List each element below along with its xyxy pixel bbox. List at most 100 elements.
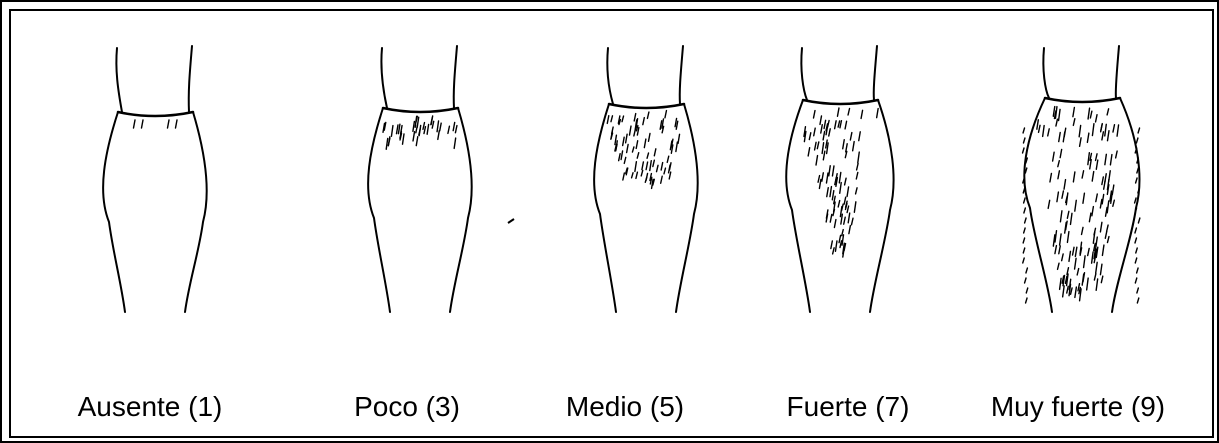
hair-mark [419, 125, 421, 135]
hair-mark [1073, 119, 1075, 126]
hair-mark [1073, 172, 1075, 182]
hair-mark [839, 172, 841, 182]
hair-mark [856, 188, 858, 194]
hair-mark [1060, 211, 1062, 222]
hair-mark [1067, 232, 1069, 243]
hair-mark [455, 126, 457, 133]
hair-mark [840, 121, 842, 128]
hair-mark [822, 173, 824, 181]
hair-mark [1039, 125, 1041, 132]
hair-mark [840, 241, 842, 248]
hair-marks [1023, 107, 1140, 303]
hair-mark [634, 114, 636, 121]
hair-mark [826, 173, 828, 183]
hair-mark [1096, 160, 1098, 169]
body-right-line [185, 112, 207, 312]
hair-mark [1138, 218, 1140, 223]
hair-mark [1084, 256, 1086, 268]
hair-mark [1110, 155, 1112, 165]
hair-mark [833, 248, 835, 254]
hair-mark [661, 163, 663, 171]
hair-mark [1083, 193, 1085, 203]
hair-mark [835, 241, 837, 251]
hair-mark [1136, 138, 1138, 143]
hair-mark [858, 152, 860, 163]
hair-mark [1107, 109, 1109, 115]
stem-panel-4 [786, 46, 893, 312]
hair-mark [1080, 138, 1082, 146]
hair-mark [849, 226, 851, 234]
hair-mark [1023, 248, 1025, 253]
hair-mark [622, 116, 624, 122]
hair-marks [607, 111, 679, 189]
hair-mark [1107, 237, 1109, 243]
hair-mark [1064, 180, 1066, 190]
stem-panel-2 [368, 46, 472, 312]
hair-mark [615, 135, 617, 144]
hair-mark [1058, 161, 1060, 167]
hair-mark [857, 163, 859, 169]
hair-mark [653, 160, 655, 166]
hair-mark [1060, 149, 1062, 157]
hair-marks [383, 116, 457, 149]
stalk-left-line [116, 48, 122, 112]
hair-mark [1059, 133, 1061, 142]
hair-mark [842, 235, 844, 245]
hair-mark [1100, 222, 1102, 232]
hair-mark [854, 202, 856, 212]
hair-mark [1090, 111, 1092, 118]
hair-mark [1048, 200, 1050, 208]
hair-mark [1023, 188, 1024, 193]
hair-mark [1094, 274, 1096, 280]
hair-mark [424, 127, 426, 134]
stem-panel-1 [103, 46, 207, 312]
hair-mark [1087, 133, 1089, 142]
hair-mark [396, 125, 398, 134]
hair-mark [1067, 286, 1069, 293]
hair-mark [819, 179, 821, 188]
hair-mark [643, 118, 645, 125]
label-fuerte: Fuerte (7) [787, 390, 910, 424]
hair-mark [647, 112, 649, 118]
hair-mark [636, 172, 638, 178]
hair-mark [1135, 258, 1137, 263]
hair-mark [829, 129, 831, 136]
stalk-left-line [1043, 48, 1049, 98]
hair-marks [134, 120, 178, 128]
hair-mark [1113, 200, 1115, 206]
hair-mark [1107, 225, 1109, 232]
hair-mark [1063, 286, 1065, 297]
hair-mark [1079, 125, 1081, 136]
hair-mark [134, 120, 136, 128]
hair-mark [1026, 298, 1028, 303]
hair-mark [1135, 238, 1137, 243]
hair-mark [1137, 168, 1139, 173]
hair-mark [168, 120, 170, 128]
hair-mark [646, 162, 648, 170]
body-left-line [103, 112, 125, 312]
stalk-left-line [607, 48, 613, 104]
hair-mark [1062, 254, 1064, 261]
hair-mark [627, 144, 629, 152]
hair-mark [1055, 246, 1057, 254]
stalk-left-line [381, 48, 387, 108]
hair-mark [1023, 148, 1024, 153]
hair-mark [1075, 247, 1077, 256]
hair-mark [1023, 138, 1025, 143]
hair-mark [1075, 287, 1077, 297]
node-line [1045, 98, 1120, 102]
hair-mark [431, 118, 433, 125]
hair-mark [1023, 128, 1025, 133]
hair-mark [1025, 278, 1027, 283]
hair-mark [1024, 198, 1026, 203]
hair-mark [637, 153, 639, 158]
hair-mark [413, 132, 415, 141]
hair-mark [1073, 107, 1075, 116]
hair-mark [1138, 128, 1140, 133]
hair-mark [850, 133, 852, 140]
hair-mark [1050, 173, 1052, 182]
hair-mark [832, 191, 834, 200]
hair-mark [1065, 222, 1067, 233]
hair-mark [1087, 278, 1089, 290]
